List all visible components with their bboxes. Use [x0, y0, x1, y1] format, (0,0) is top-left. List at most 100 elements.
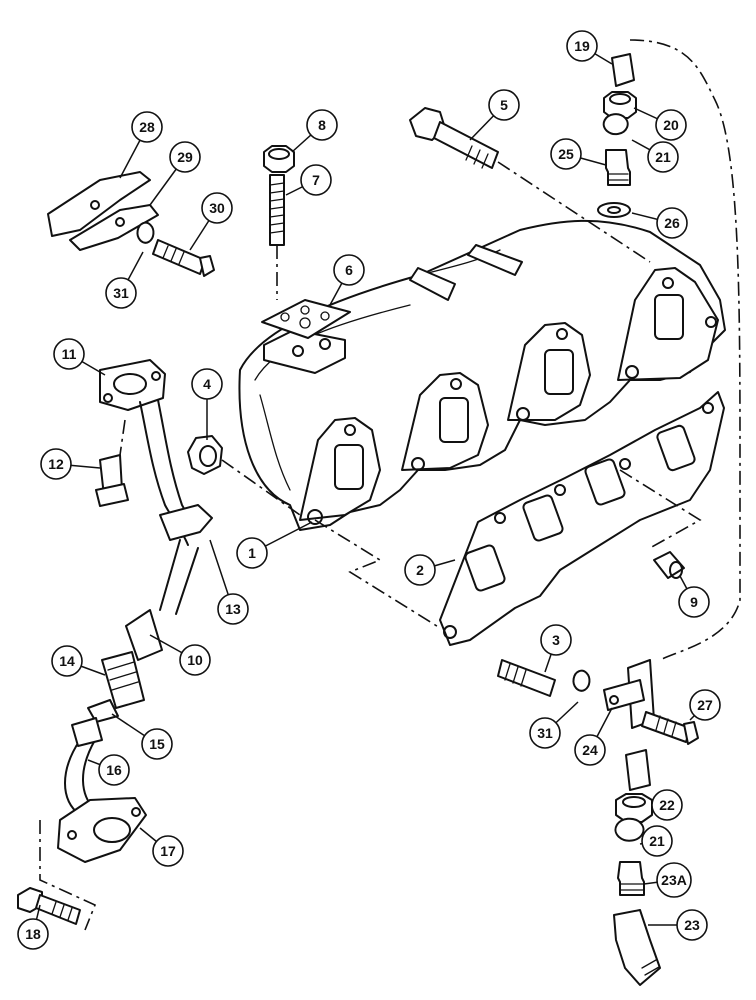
- callout-circle: [98, 754, 130, 786]
- callout-label: 5: [500, 97, 508, 113]
- exhaust-manifold: [238, 219, 726, 531]
- callout-c20: 20: [633, 107, 687, 141]
- callout-label: 27: [697, 697, 713, 713]
- callout-c23a: 23A: [643, 862, 692, 898]
- callout-c21a: 21: [631, 139, 679, 173]
- callout-c13: 13: [209, 539, 249, 625]
- callout-circle: [566, 30, 598, 62]
- callout-label: 21: [655, 149, 671, 165]
- callout-label: 21: [649, 833, 665, 849]
- callout-c14: 14: [51, 645, 106, 677]
- callout-label: 22: [659, 797, 675, 813]
- callout-c2: 2: [404, 554, 456, 586]
- callout-label: 7: [312, 172, 320, 188]
- callout-circle: [488, 89, 520, 121]
- callout-c12: 12: [40, 448, 101, 480]
- callout-c21b: 21: [639, 825, 673, 857]
- filter-sleeve: [87, 651, 145, 723]
- callout-circle: [141, 728, 173, 760]
- lower-bolt: [17, 887, 81, 925]
- lower-pipe-and-flange: [39, 717, 147, 931]
- lower-fitting-stack: [572, 659, 699, 986]
- callout-label: 16: [106, 762, 122, 778]
- callout-circle: [676, 909, 708, 941]
- callout-c18: 18: [17, 904, 49, 950]
- callout-c7: 7: [285, 164, 332, 196]
- hose-section: [125, 539, 199, 661]
- callout-label: 17: [160, 843, 176, 859]
- callout-layer: 1234567891011121314151617181920212122232…: [17, 30, 721, 950]
- callout-circle: [655, 109, 687, 141]
- callout-c3: 3: [540, 624, 572, 673]
- callout-c4: 4: [191, 368, 223, 440]
- callout-circle: [152, 835, 184, 867]
- callout-label: 15: [149, 736, 165, 752]
- nut: [263, 145, 295, 173]
- callout-circle: [306, 109, 338, 141]
- callout-circle: [17, 918, 49, 950]
- callout-circle: [678, 586, 710, 618]
- callout-circle: [300, 164, 332, 196]
- manifold-gasket: [439, 391, 725, 646]
- callout-c1: 1: [236, 521, 313, 569]
- manifold-bolt: [409, 107, 651, 263]
- callout-circle: [169, 141, 201, 173]
- callout-circle: [217, 593, 249, 625]
- callout-label: 25: [558, 146, 574, 162]
- callout-label: 20: [663, 117, 679, 133]
- callout-label: 31: [113, 285, 129, 301]
- callout-label: 6: [345, 262, 353, 278]
- callout-circle: [105, 277, 137, 309]
- callout-circle: [51, 645, 83, 677]
- flange-and-pipe: [95, 359, 213, 546]
- callout-c31b: 31: [529, 701, 579, 749]
- callout-label: 9: [690, 594, 698, 610]
- callout-circle: [404, 554, 436, 586]
- callout-label: 28: [139, 119, 155, 135]
- callout-c26: 26: [631, 207, 688, 239]
- callout-circle: [641, 825, 673, 857]
- callout-circle: [191, 368, 223, 400]
- callout-label: 11: [62, 346, 77, 362]
- callout-label: 23: [684, 917, 700, 933]
- callout-circle: [550, 138, 582, 170]
- callout-c9: 9: [678, 575, 710, 618]
- callout-circle: [689, 689, 721, 721]
- callout-circle: [574, 734, 606, 766]
- callout-c10: 10: [149, 634, 211, 676]
- pipe-clamp-bracket: [47, 171, 215, 277]
- pipe-routing-dashed-line: [629, 39, 741, 661]
- callout-c29: 29: [149, 141, 201, 206]
- callout-circle: [131, 111, 163, 143]
- callout-c15: 15: [111, 713, 173, 760]
- callout-circle: [651, 789, 683, 821]
- callout-c17: 17: [139, 827, 184, 867]
- callout-label: 8: [318, 117, 326, 133]
- callout-label: 29: [177, 149, 193, 165]
- callout-c16: 16: [87, 754, 130, 786]
- callout-label: 30: [209, 200, 225, 216]
- callout-label: 14: [59, 653, 75, 669]
- callout-c25: 25: [550, 138, 607, 170]
- callout-c27: 27: [689, 689, 721, 721]
- callout-label: 24: [582, 742, 598, 758]
- callout-c31a: 31: [105, 251, 144, 309]
- callout-c6: 6: [329, 254, 365, 306]
- callout-label: 26: [664, 215, 680, 231]
- callout-label: 18: [25, 926, 41, 942]
- callout-label: 19: [574, 38, 590, 54]
- flange-nut: [187, 435, 301, 516]
- callout-label: 13: [225, 601, 241, 617]
- callout-c5: 5: [469, 89, 520, 141]
- callout-label: 1: [248, 545, 256, 561]
- callout-circle: [201, 192, 233, 224]
- callout-circle: [53, 338, 85, 370]
- callout-c19: 19: [566, 30, 613, 65]
- callout-c28: 28: [119, 111, 163, 179]
- callout-circle: [179, 644, 211, 676]
- gasket-stud: [314, 519, 556, 697]
- upper-fitting-stack: [597, 53, 637, 218]
- heat-shield-plate: [261, 299, 351, 339]
